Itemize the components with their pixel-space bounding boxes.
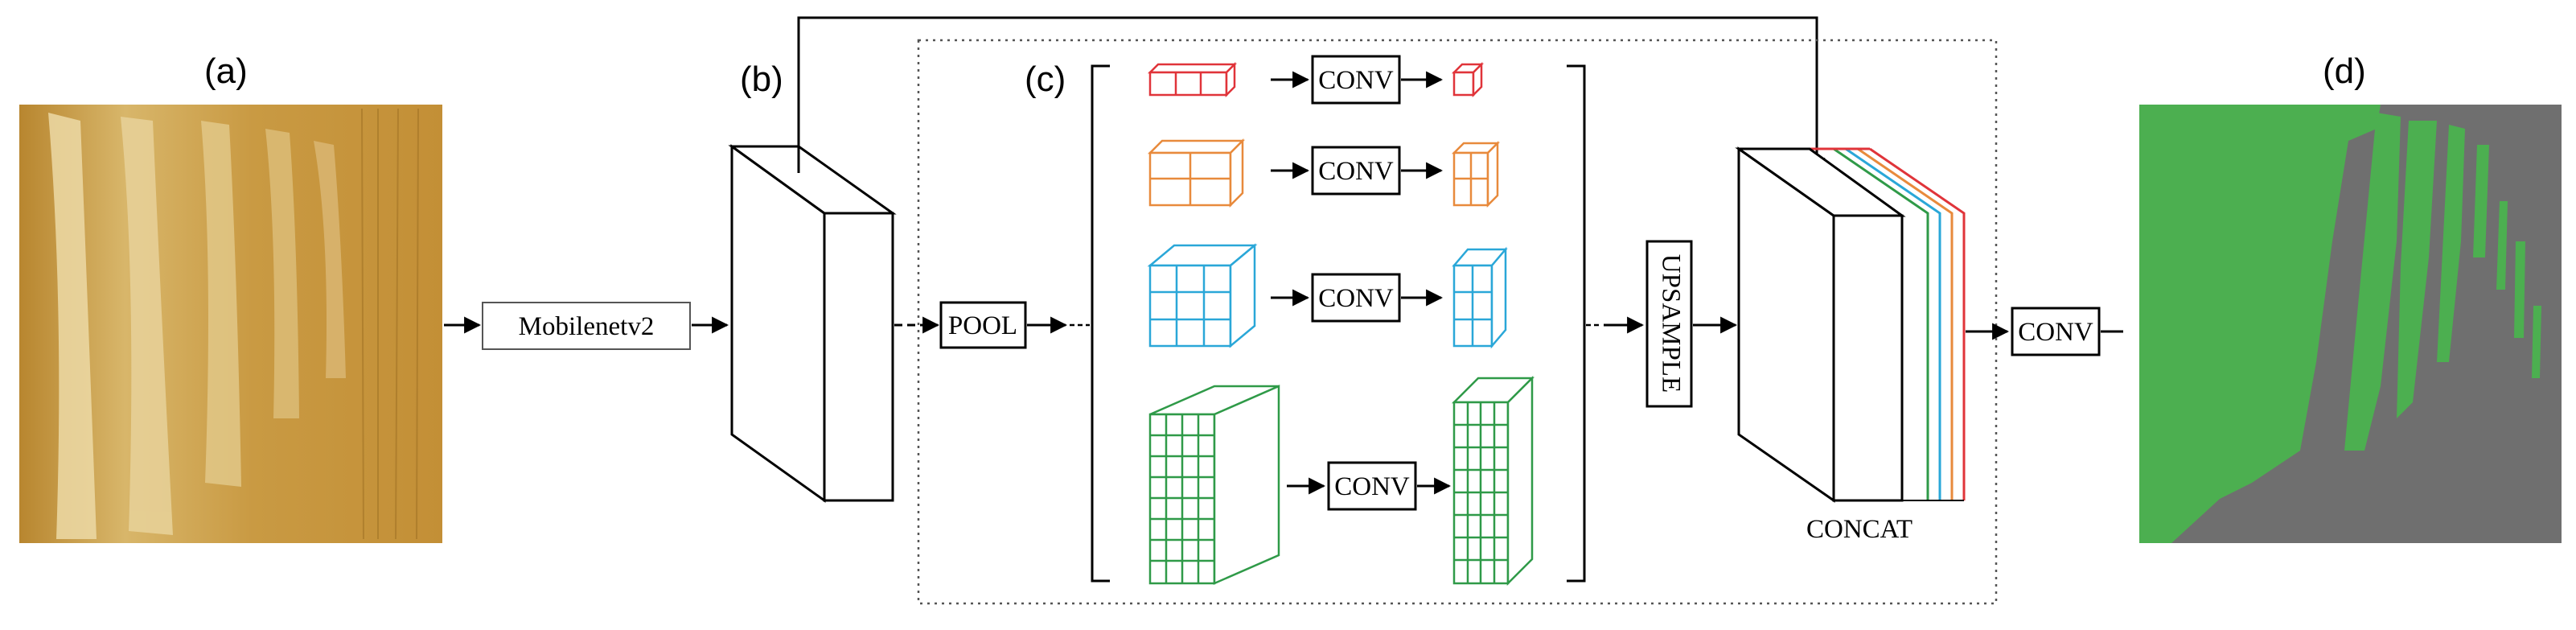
conv-label-3: CONV [1318, 284, 1394, 313]
segmentation-output-image [2139, 105, 2562, 543]
conv-box-1 [1311, 55, 1401, 105]
upsample-box [1645, 240, 1693, 408]
branch-3-input-block [1147, 243, 1258, 348]
panel-label-b: (b) [740, 60, 783, 99]
branch-4: CONV [1148, 375, 1535, 587]
branch-2-input-block [1147, 138, 1246, 208]
branch-1-input-block [1147, 61, 1238, 98]
brace-left [1091, 64, 1110, 583]
pool-box [939, 301, 1027, 349]
brace-right [1567, 64, 1586, 583]
backbone-label: Mobilenetv2 [519, 312, 655, 341]
concat-label: CONCAT [1806, 515, 1912, 544]
branch-2-output-block [1451, 140, 1501, 208]
branch-4-output-block [1451, 375, 1535, 587]
conv-label-2: CONV [1318, 157, 1394, 186]
branch-1: CONV [1147, 55, 1485, 105]
conv-box-3 [1311, 273, 1401, 323]
input-wood-image [19, 105, 442, 543]
branch-2: CONV [1147, 138, 1501, 208]
conv-box-2 [1311, 146, 1401, 196]
concat-stack [1735, 146, 1966, 503]
branch-3-output-block [1452, 246, 1508, 349]
final-conv-label: CONV [2018, 318, 2093, 347]
pool-label: POOL [948, 311, 1017, 340]
conv-label-1: CONV [1318, 66, 1394, 95]
upsample-label: UPSAMPLE [1656, 254, 1685, 393]
aspp-region [917, 39, 1998, 605]
backbone-box [482, 302, 691, 350]
conv-label-4: CONV [1334, 472, 1410, 501]
final-conv-box [2011, 307, 2101, 356]
skip-connection-arrow [797, 16, 1826, 175]
branch-1-output-block [1451, 61, 1485, 98]
panel-label-a: (a) [204, 51, 248, 91]
branch-3: CONV [1147, 243, 1508, 349]
panel-label-c: (c) [1025, 60, 1066, 99]
feature-map-block [728, 144, 897, 503]
branch-4-input-block [1148, 385, 1280, 585]
panel-label-d: (d) [2323, 51, 2366, 91]
conv-box-4 [1327, 461, 1417, 511]
